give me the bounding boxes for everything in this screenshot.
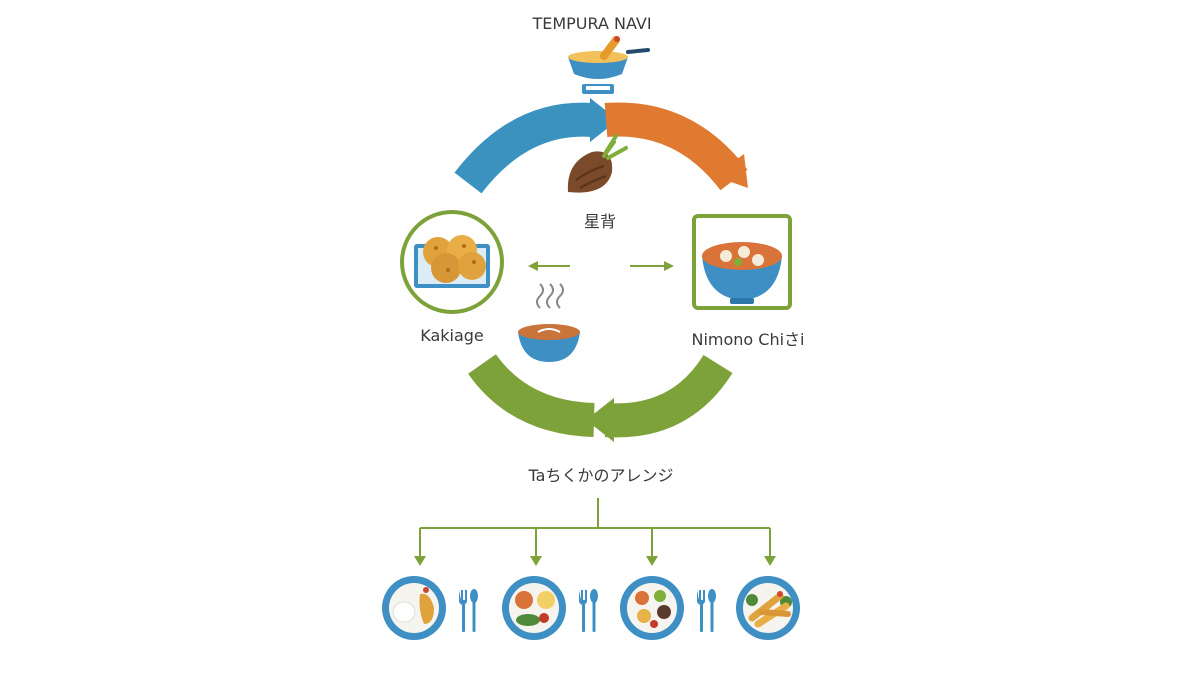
branch-connectors bbox=[419, 498, 771, 558]
blue-cycle-arrow bbox=[454, 98, 618, 194]
vegetable-bento-plate-icon bbox=[620, 576, 684, 640]
left-node-label: Kakiage bbox=[420, 326, 484, 345]
steaming-soup-bowl-icon bbox=[518, 283, 580, 362]
orange-cycle-arrow bbox=[604, 102, 748, 191]
tempura-pot-icon bbox=[568, 36, 650, 94]
right-node-label: Nimono Chiさi bbox=[691, 330, 805, 349]
burdock-root-icon bbox=[567, 134, 628, 193]
mixed-side-dish-plate-icon bbox=[502, 576, 566, 640]
kakiage-fritter-icon bbox=[400, 210, 504, 314]
green-cycle-arrow bbox=[468, 353, 733, 442]
diagram-title: TEMPURA NAVI bbox=[532, 14, 652, 33]
bottom-label: Taちくかのアレンジ bbox=[528, 466, 674, 485]
arrow-to-left-node bbox=[528, 261, 570, 271]
fork-and-spoon-icon bbox=[459, 589, 478, 632]
branch-arrowheads bbox=[414, 556, 776, 566]
arrow-to-right-node bbox=[630, 261, 674, 271]
simmered-dish-bowl-icon bbox=[692, 214, 792, 310]
fork-and-spoon-icon bbox=[697, 589, 716, 632]
fork-and-spoon-icon bbox=[579, 589, 598, 632]
center-label: 星背 bbox=[583, 212, 617, 231]
tempura-rice-plate-icon bbox=[382, 576, 446, 640]
shrimp-tempura-plate-icon bbox=[736, 576, 800, 640]
